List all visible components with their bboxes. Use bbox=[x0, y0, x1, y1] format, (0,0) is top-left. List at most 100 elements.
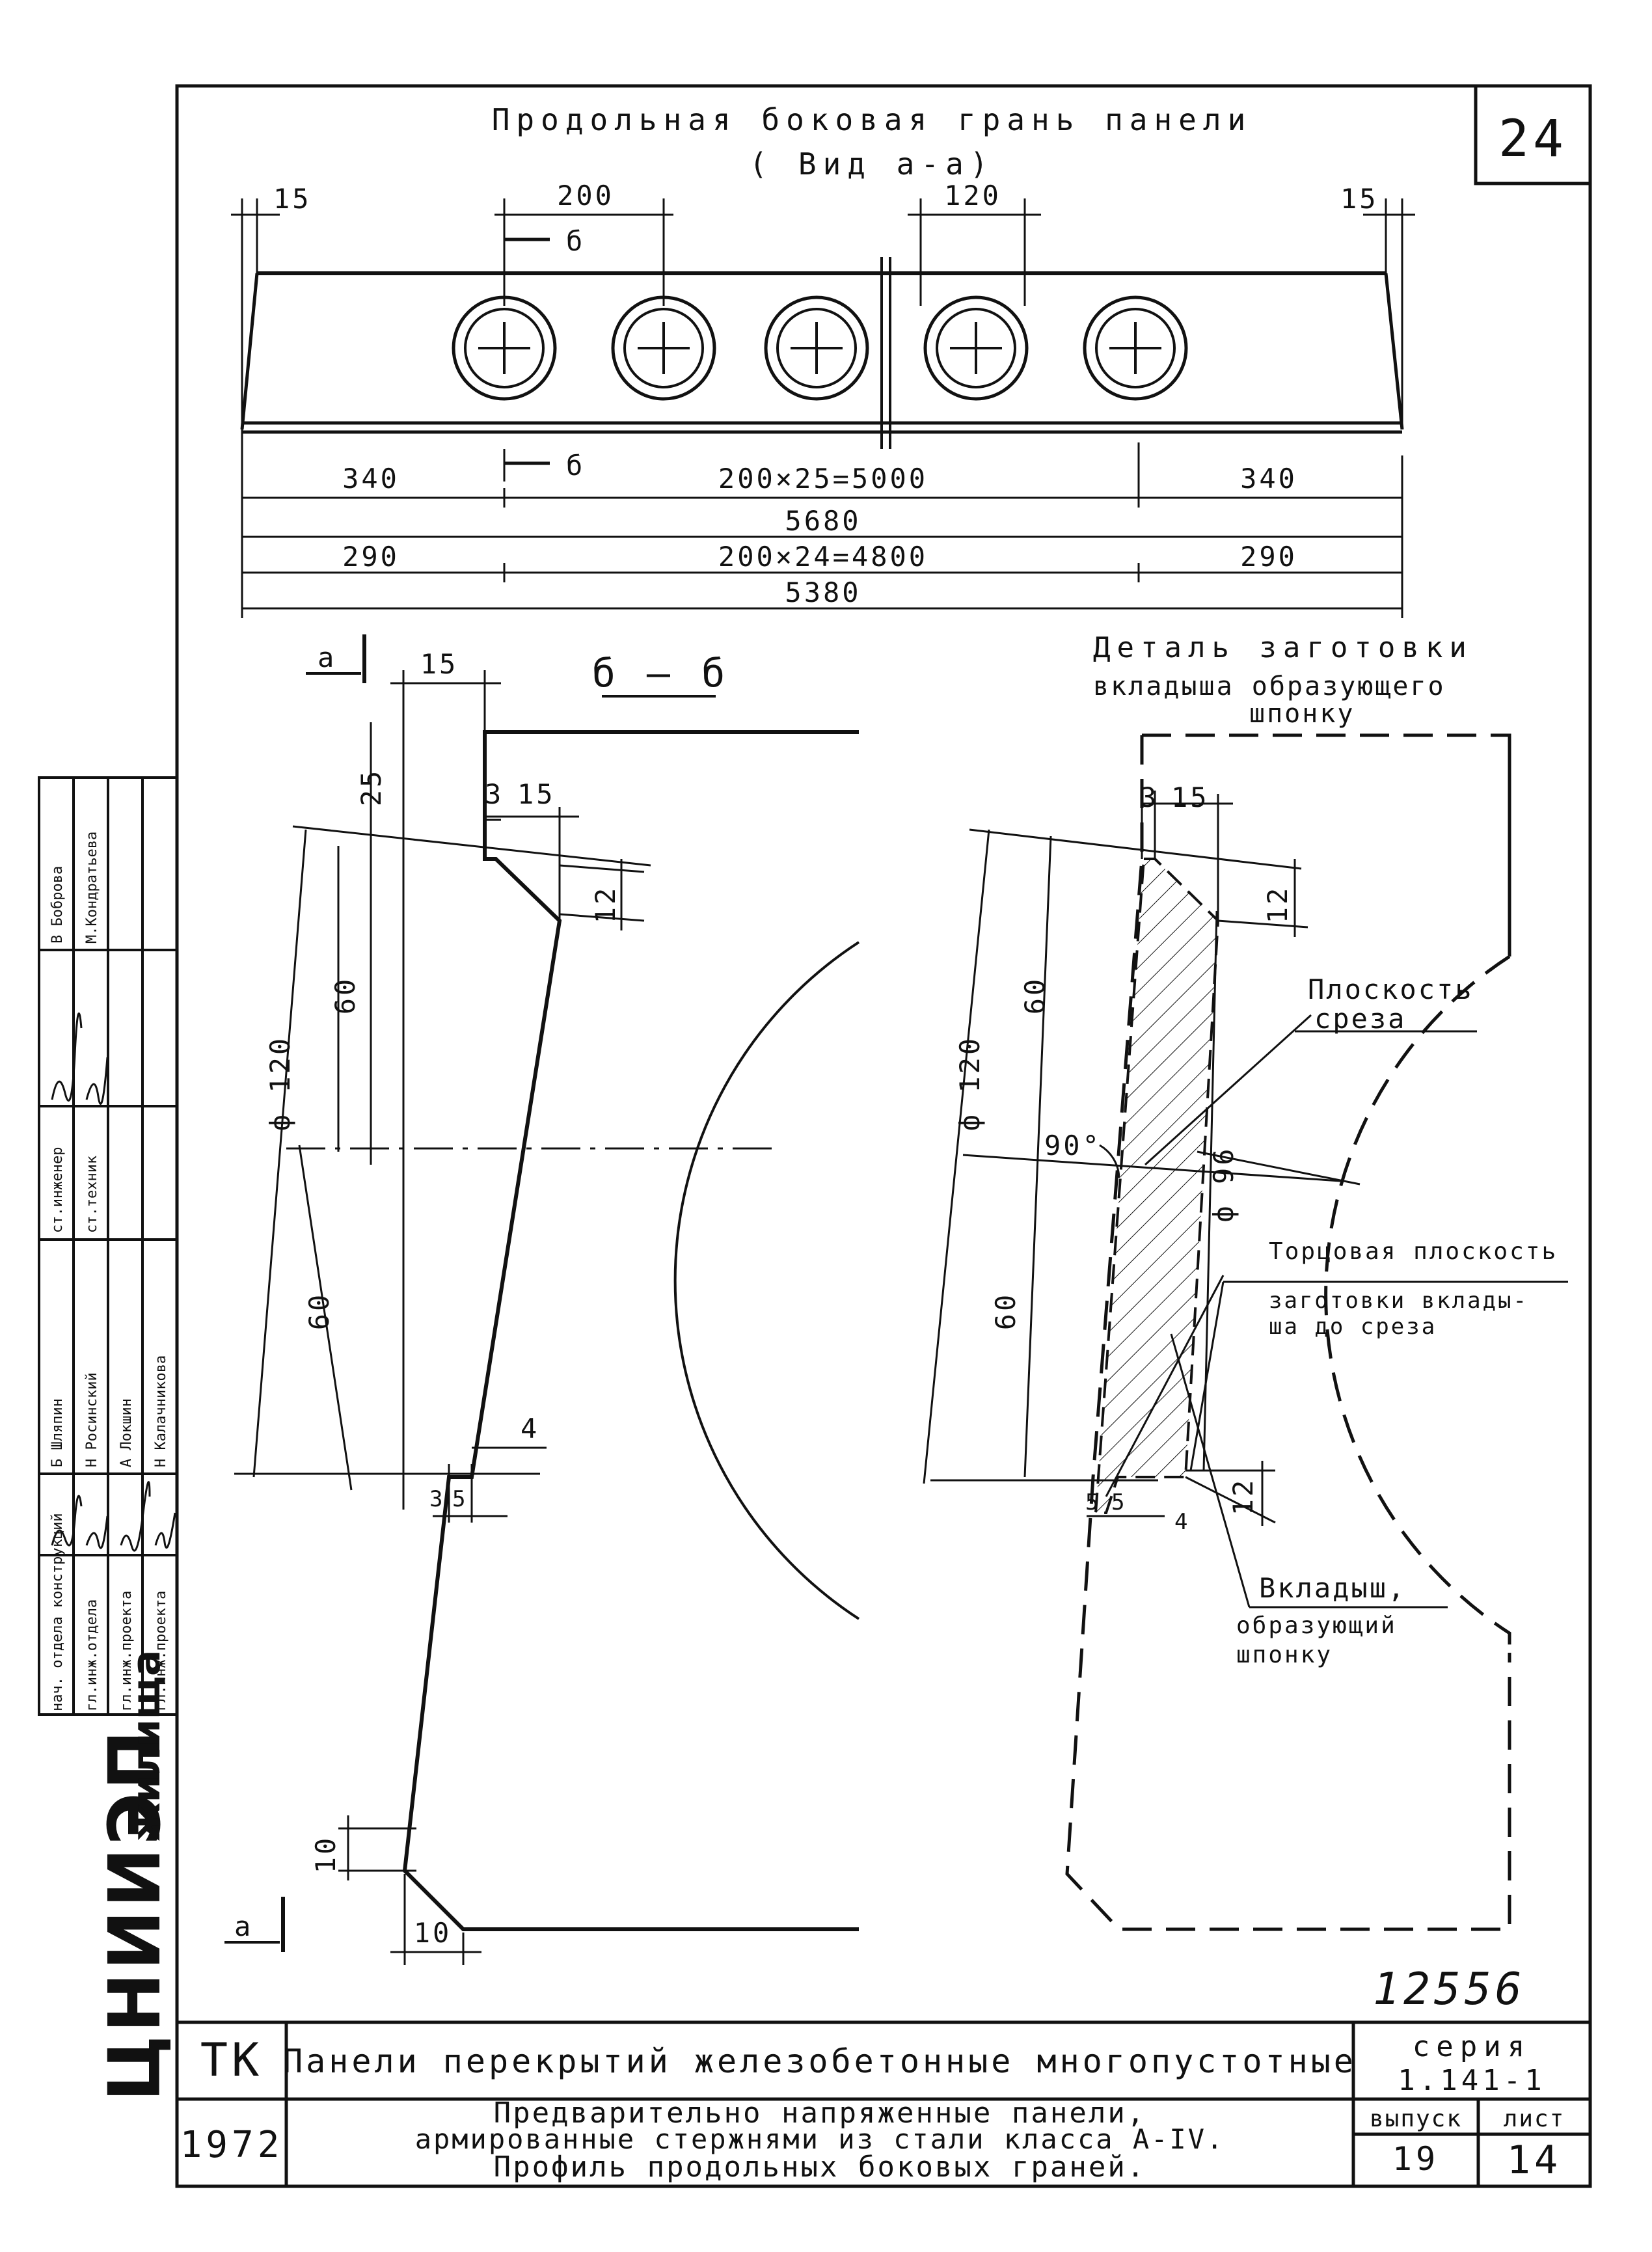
sheet-frame bbox=[175, 84, 1592, 2101]
sheet-value: 14 bbox=[1507, 2137, 1562, 2183]
void-arc bbox=[673, 941, 860, 1620]
void-hole bbox=[764, 295, 869, 401]
dim-3-lower: 3 bbox=[429, 1486, 444, 1512]
dim-left-end-2: 290 bbox=[342, 541, 399, 573]
dim-right-end-1: 340 bbox=[1240, 463, 1297, 495]
stamp-role-2b: ст.техник bbox=[84, 1156, 100, 1233]
void-hole bbox=[452, 295, 557, 401]
note-cut-plane-1: Плоскость bbox=[1308, 973, 1474, 1005]
organization-name: ЦНИИЭП bbox=[93, 1728, 176, 2102]
detail-dim-angle: 90° bbox=[1044, 1130, 1102, 1161]
note-cut-plane-2: среза bbox=[1314, 1003, 1406, 1035]
section-dimensions bbox=[234, 670, 651, 1965]
dim-right-end-2: 290 bbox=[1240, 541, 1297, 573]
detail-dim-phi-96: ф 96 bbox=[1208, 1146, 1239, 1222]
top-view-subtitle: ( Вид а-а) bbox=[750, 146, 995, 182]
dim-phi-120: ф 120 bbox=[264, 1036, 296, 1131]
stamp-name-1: Б Шляпин bbox=[49, 1398, 66, 1467]
dim-total-1: 5680 bbox=[785, 505, 861, 537]
stamp-role-4: гл.инж.проекта bbox=[153, 1591, 169, 1711]
stamp-role-2: гл.инж.отдела bbox=[84, 1599, 100, 1711]
sheet-number-box: 24 bbox=[1474, 84, 1592, 185]
insert-hatched bbox=[1094, 858, 1220, 1514]
stamp-name-3: А Локшин bbox=[118, 1398, 135, 1467]
title-main: Панели перекрытий железобетонные многопу… bbox=[283, 2042, 1357, 2080]
void-hole bbox=[1083, 295, 1188, 401]
dim-10-vertical: 10 bbox=[310, 1836, 342, 1874]
note-insert-2: образующий bbox=[1236, 1612, 1397, 1639]
section-marker-top: б bbox=[566, 225, 585, 257]
section-marker-bottom: б bbox=[566, 450, 585, 482]
dim-edge-right: 15 bbox=[1340, 183, 1379, 215]
title-year: 1972 bbox=[180, 2124, 284, 2166]
section-view: б — б bbox=[234, 648, 860, 1965]
section-title: б — б bbox=[592, 651, 729, 696]
detail-title-1: Деталь заготовки bbox=[1093, 631, 1473, 664]
detail-dim-12-upper: 12 bbox=[1262, 886, 1293, 924]
issue-value: 19 bbox=[1392, 2140, 1439, 2178]
note-insert-3: шпонку bbox=[1236, 1642, 1333, 1668]
detail-dim-phi-120: ф 120 bbox=[954, 1036, 986, 1131]
detail-dim-60-lower: 60 bbox=[990, 1292, 1022, 1331]
detail-dim-60-upper: 60 bbox=[1019, 977, 1051, 1015]
series-label: серия bbox=[1413, 2030, 1531, 2063]
view-marker-top bbox=[306, 634, 366, 683]
detail-dim-12-lower: 12 bbox=[1227, 1478, 1259, 1516]
detail-axis bbox=[962, 1154, 1341, 1182]
view-marker-label-bottom: а bbox=[234, 1910, 253, 1942]
section-profile bbox=[402, 730, 859, 1931]
panel-side-outline bbox=[240, 257, 1404, 449]
title-sub-3: Профиль продольных боковых граней. bbox=[494, 2150, 1146, 2184]
signature-scribbles bbox=[51, 1012, 176, 1552]
title-block: ТК 1972 Панели перекрытий железобетонные… bbox=[175, 2020, 1592, 2188]
dim-pitch: 200 bbox=[557, 180, 614, 211]
detail-title-2: вкладыша образующего bbox=[1093, 672, 1446, 701]
note-end-plane-3: ша до среза bbox=[1269, 1314, 1437, 1340]
dim-60-lower: 60 bbox=[303, 1292, 335, 1331]
void-hole bbox=[611, 295, 716, 401]
dim-mid-1: 200×25=5000 bbox=[718, 463, 928, 495]
issue-label: выпуск bbox=[1370, 2106, 1462, 2132]
dim-left-end-1: 340 bbox=[342, 463, 399, 495]
dim-hole: 120 bbox=[944, 180, 1001, 211]
detail-dimensions bbox=[923, 791, 1568, 1608]
sheet-label: лист bbox=[1504, 2106, 1565, 2132]
document-number: 12556 bbox=[1373, 1964, 1526, 2015]
organization-suffix: жилища bbox=[124, 1649, 169, 1841]
dim-12: 12 bbox=[589, 886, 621, 924]
detail-dim-5-a: 5 bbox=[1085, 1489, 1100, 1515]
title-code: ТК bbox=[200, 2033, 263, 2087]
stamp-name-4: Н Калачникова bbox=[153, 1355, 169, 1467]
stamp-name-2b: М.Кондратьева bbox=[84, 832, 100, 943]
note-insert-1: Вкладыш, bbox=[1259, 1572, 1406, 1604]
top-dimensions bbox=[231, 198, 1415, 618]
dim-60-upper: 60 bbox=[329, 977, 361, 1015]
detail-outline-dashed bbox=[1065, 733, 1511, 1931]
detail-dim-5-b: 5 bbox=[1111, 1489, 1126, 1515]
detail-view: Деталь заготовки вкладыша образующего шп… bbox=[923, 631, 1568, 1931]
side-stamp: нач. отдела конструкций гл.инж.отдела гл… bbox=[38, 776, 178, 2102]
top-view: Продольная боковая грань панели ( Вид а-… bbox=[231, 102, 1415, 618]
stamp-role-1b: ст.инженер bbox=[49, 1147, 66, 1233]
dim-5: 5 bbox=[452, 1486, 467, 1512]
dim-total-2: 5380 bbox=[785, 577, 861, 608]
detail-dim-3: 3 bbox=[1140, 781, 1159, 813]
dim-10-horizontal: 10 bbox=[414, 1917, 452, 1949]
dim-15: 15 bbox=[517, 778, 556, 810]
note-end-plane-1: Торцовая плоскость bbox=[1269, 1238, 1558, 1265]
top-view-title: Продольная боковая грань панели bbox=[492, 102, 1253, 137]
angle-arc bbox=[1099, 1144, 1120, 1178]
dim-mid-2: 200×24=4800 bbox=[718, 541, 928, 573]
series-value: 1.141-1 bbox=[1398, 2064, 1545, 2097]
dim-25: 25 bbox=[355, 768, 387, 807]
stamp-role-3: гл.инж.проекта bbox=[118, 1591, 135, 1711]
detail-dim-15: 15 bbox=[1171, 781, 1210, 813]
detail-dim-4: 4 bbox=[1174, 1509, 1189, 1535]
dim-edge-left: 15 bbox=[273, 183, 312, 215]
void-hole bbox=[923, 295, 1029, 401]
title-sub-1: Предварительно напряженные панели, bbox=[494, 2096, 1146, 2130]
dim-15-top: 15 bbox=[420, 648, 459, 680]
stamp-name-2: Н Росинский bbox=[84, 1372, 100, 1467]
view-marker-label-top: а bbox=[318, 642, 336, 673]
